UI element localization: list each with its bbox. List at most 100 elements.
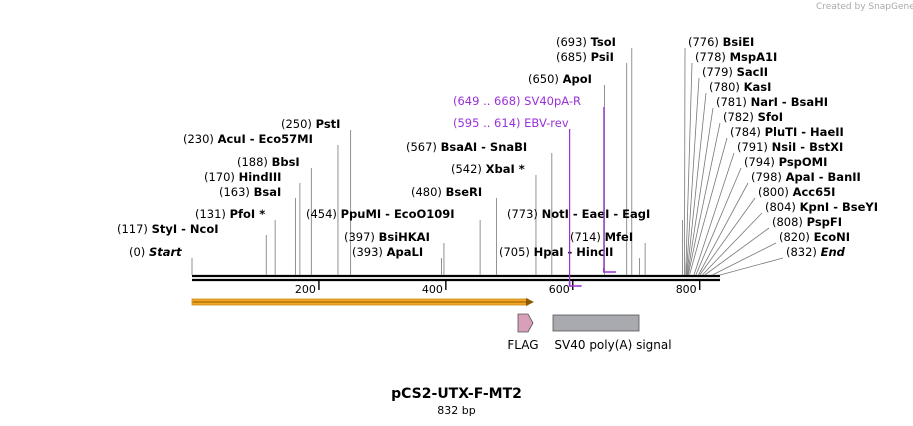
enzyme-label[interactable]: (188) BbsI bbox=[237, 155, 300, 169]
enzyme-label[interactable]: (131) PfoI * bbox=[195, 207, 265, 221]
primer-label[interactable]: (595 .. 614) EBV-rev bbox=[453, 116, 569, 130]
enzyme-position: (776) bbox=[688, 35, 723, 49]
enzyme-leader-line bbox=[719, 257, 784, 276]
enzyme-name: MfeI bbox=[605, 230, 634, 244]
enzyme-label[interactable]: (779) SacII bbox=[702, 65, 768, 79]
enzyme-position: (650) bbox=[528, 72, 563, 86]
enzyme-name: PluTI - HaeII bbox=[765, 125, 844, 139]
enzyme-label[interactable]: (117) StyI - NcoI bbox=[117, 222, 219, 236]
enzyme-position: (685) bbox=[556, 50, 591, 64]
enzyme-label[interactable]: (685) PsiI bbox=[556, 50, 614, 64]
enzyme-name: ApaLI bbox=[387, 245, 424, 259]
enzyme-label[interactable]: (393) ApaLI bbox=[352, 245, 423, 259]
enzyme-position: (779) bbox=[702, 65, 737, 79]
enzyme-leader-line bbox=[693, 152, 735, 276]
enzyme-label[interactable]: (776) BsiEI bbox=[688, 35, 754, 49]
enzyme-label[interactable]: (832) End bbox=[786, 245, 846, 259]
enzyme-name: BsaAI - SnaBI bbox=[441, 140, 528, 154]
enzyme-name: KasI bbox=[744, 80, 772, 94]
enzyme-label[interactable]: (650) ApoI bbox=[528, 72, 592, 86]
enzyme-name: SacII bbox=[737, 65, 768, 79]
enzyme-position: (804) bbox=[765, 200, 800, 214]
enzyme-leader-line bbox=[689, 137, 728, 276]
plasmid-length: 832 bp bbox=[437, 404, 476, 417]
enzyme-name: BsiEI bbox=[723, 35, 755, 49]
enzyme-label[interactable]: (800) Acc65I bbox=[758, 185, 835, 199]
enzyme-label[interactable]: (820) EcoNI bbox=[779, 230, 850, 244]
enzyme-position: (784) bbox=[730, 125, 765, 139]
enzyme-leader-line bbox=[684, 47, 686, 276]
enzyme-label[interactable]: (782) SfoI bbox=[723, 110, 783, 124]
enzyme-leaders bbox=[191, 47, 784, 276]
enzyme-label[interactable]: (0) Start bbox=[129, 245, 182, 259]
enzyme-label[interactable]: (705) HpaI - HincII bbox=[499, 245, 613, 259]
enzyme-position: (800) bbox=[758, 185, 793, 199]
enzyme-label[interactable]: (778) MspA1I bbox=[695, 50, 777, 64]
enzyme-position: (778) bbox=[695, 50, 730, 64]
enzyme-name: StyI - NcoI bbox=[152, 222, 219, 236]
enzyme-leader-line bbox=[687, 122, 721, 276]
enzyme-position: (791) bbox=[737, 140, 772, 154]
enzyme-leader-line bbox=[698, 182, 749, 276]
enzyme-leader-line bbox=[699, 197, 756, 276]
enzyme-leader-line bbox=[685, 77, 700, 276]
enzyme-position: (820) bbox=[779, 230, 814, 244]
enzyme-position: (808) bbox=[772, 215, 807, 229]
ruler-tick-label: 200 bbox=[295, 283, 316, 296]
enzyme-name: NarI - BsaHI bbox=[751, 95, 828, 109]
enzyme-label[interactable]: (773) NotI - EaeI - EagI bbox=[507, 207, 650, 221]
enzyme-label[interactable]: (170) HindIII bbox=[204, 170, 281, 184]
flag-feature-label: FLAG bbox=[507, 338, 538, 352]
enzyme-name: MspA1I bbox=[730, 50, 778, 64]
enzyme-label[interactable]: (454) PpuMI - EcoO109I bbox=[306, 207, 455, 221]
enzyme-position: (798) bbox=[751, 170, 786, 184]
enzyme-labels: (0) Start (117) StyI - NcoI(131) PfoI * (1… bbox=[117, 35, 878, 259]
enzyme-label[interactable]: (567) BsaAI - SnaBI bbox=[406, 140, 527, 154]
enzyme-leader-line bbox=[712, 242, 777, 276]
enzyme-position: (693) bbox=[556, 35, 591, 49]
enzyme-position: (454) bbox=[306, 207, 341, 221]
enzyme-label[interactable]: (781) NarI - BsaHI bbox=[716, 95, 828, 109]
enzyme-name: ApoI bbox=[563, 72, 592, 86]
enzyme-position: (567) bbox=[406, 140, 441, 154]
enzyme-label[interactable]: (714) MfeI bbox=[570, 230, 633, 244]
enzyme-label[interactable]: (798) ApaI - BanII bbox=[751, 170, 861, 184]
enzyme-label[interactable]: (693) TsoI bbox=[556, 35, 616, 49]
enzyme-position: (705) bbox=[499, 245, 534, 259]
flag-feature[interactable] bbox=[517, 313, 534, 333]
sv40-polya-feature[interactable] bbox=[552, 314, 640, 332]
enzyme-label[interactable]: (163) BsaI bbox=[219, 185, 281, 199]
enzyme-label[interactable]: (808) PspFI bbox=[772, 215, 842, 229]
enzyme-label[interactable]: (804) KpnI - BseYI bbox=[765, 200, 878, 214]
enzyme-name: NsiI - BstXI bbox=[772, 140, 844, 154]
enzyme-label[interactable]: (250) PstI bbox=[281, 117, 340, 131]
enzyme-position: (542) bbox=[451, 162, 486, 176]
enzyme-position: (0) bbox=[129, 245, 149, 259]
enzyme-position: (170) bbox=[204, 170, 239, 184]
enzyme-name: PspFI bbox=[807, 215, 842, 229]
enzyme-label[interactable]: (794) PspOMI bbox=[744, 155, 827, 169]
enzyme-name: HindIII bbox=[239, 170, 282, 184]
primer-label[interactable]: (649 .. 668) SV40pA-R bbox=[453, 94, 581, 108]
enzyme-label[interactable]: (397) BsiHKAI bbox=[344, 230, 430, 244]
enzyme-label[interactable]: (480) BseRI bbox=[411, 185, 482, 199]
enzyme-leader-line bbox=[685, 62, 693, 276]
enzyme-label[interactable]: (784) PluTI - HaeII bbox=[730, 125, 844, 139]
enzyme-leader-line bbox=[687, 107, 714, 276]
enzyme-label[interactable]: (780) KasI bbox=[709, 80, 771, 94]
enzyme-position: (188) bbox=[237, 155, 272, 169]
enzyme-name: PsiI bbox=[591, 50, 614, 64]
enzyme-name: End bbox=[821, 245, 846, 259]
enzyme-position: (397) bbox=[344, 230, 379, 244]
enzyme-label[interactable]: (230) AcuI - Eco57MI bbox=[183, 132, 313, 146]
ruler-tick-label: 600 bbox=[549, 283, 570, 296]
enzyme-position: (480) bbox=[411, 185, 446, 199]
enzyme-position: (780) bbox=[709, 80, 744, 94]
enzyme-position: (230) bbox=[183, 132, 218, 146]
enzyme-label[interactable]: (791) NsiI - BstXI bbox=[737, 140, 843, 154]
enzyme-name: SfoI bbox=[758, 110, 783, 124]
enzyme-name: HpaI - HincII bbox=[534, 245, 614, 259]
enzyme-name: TsoI bbox=[591, 35, 616, 49]
enzyme-leader-line bbox=[701, 212, 763, 276]
enzyme-label[interactable]: (542) XbaI * bbox=[451, 162, 525, 176]
